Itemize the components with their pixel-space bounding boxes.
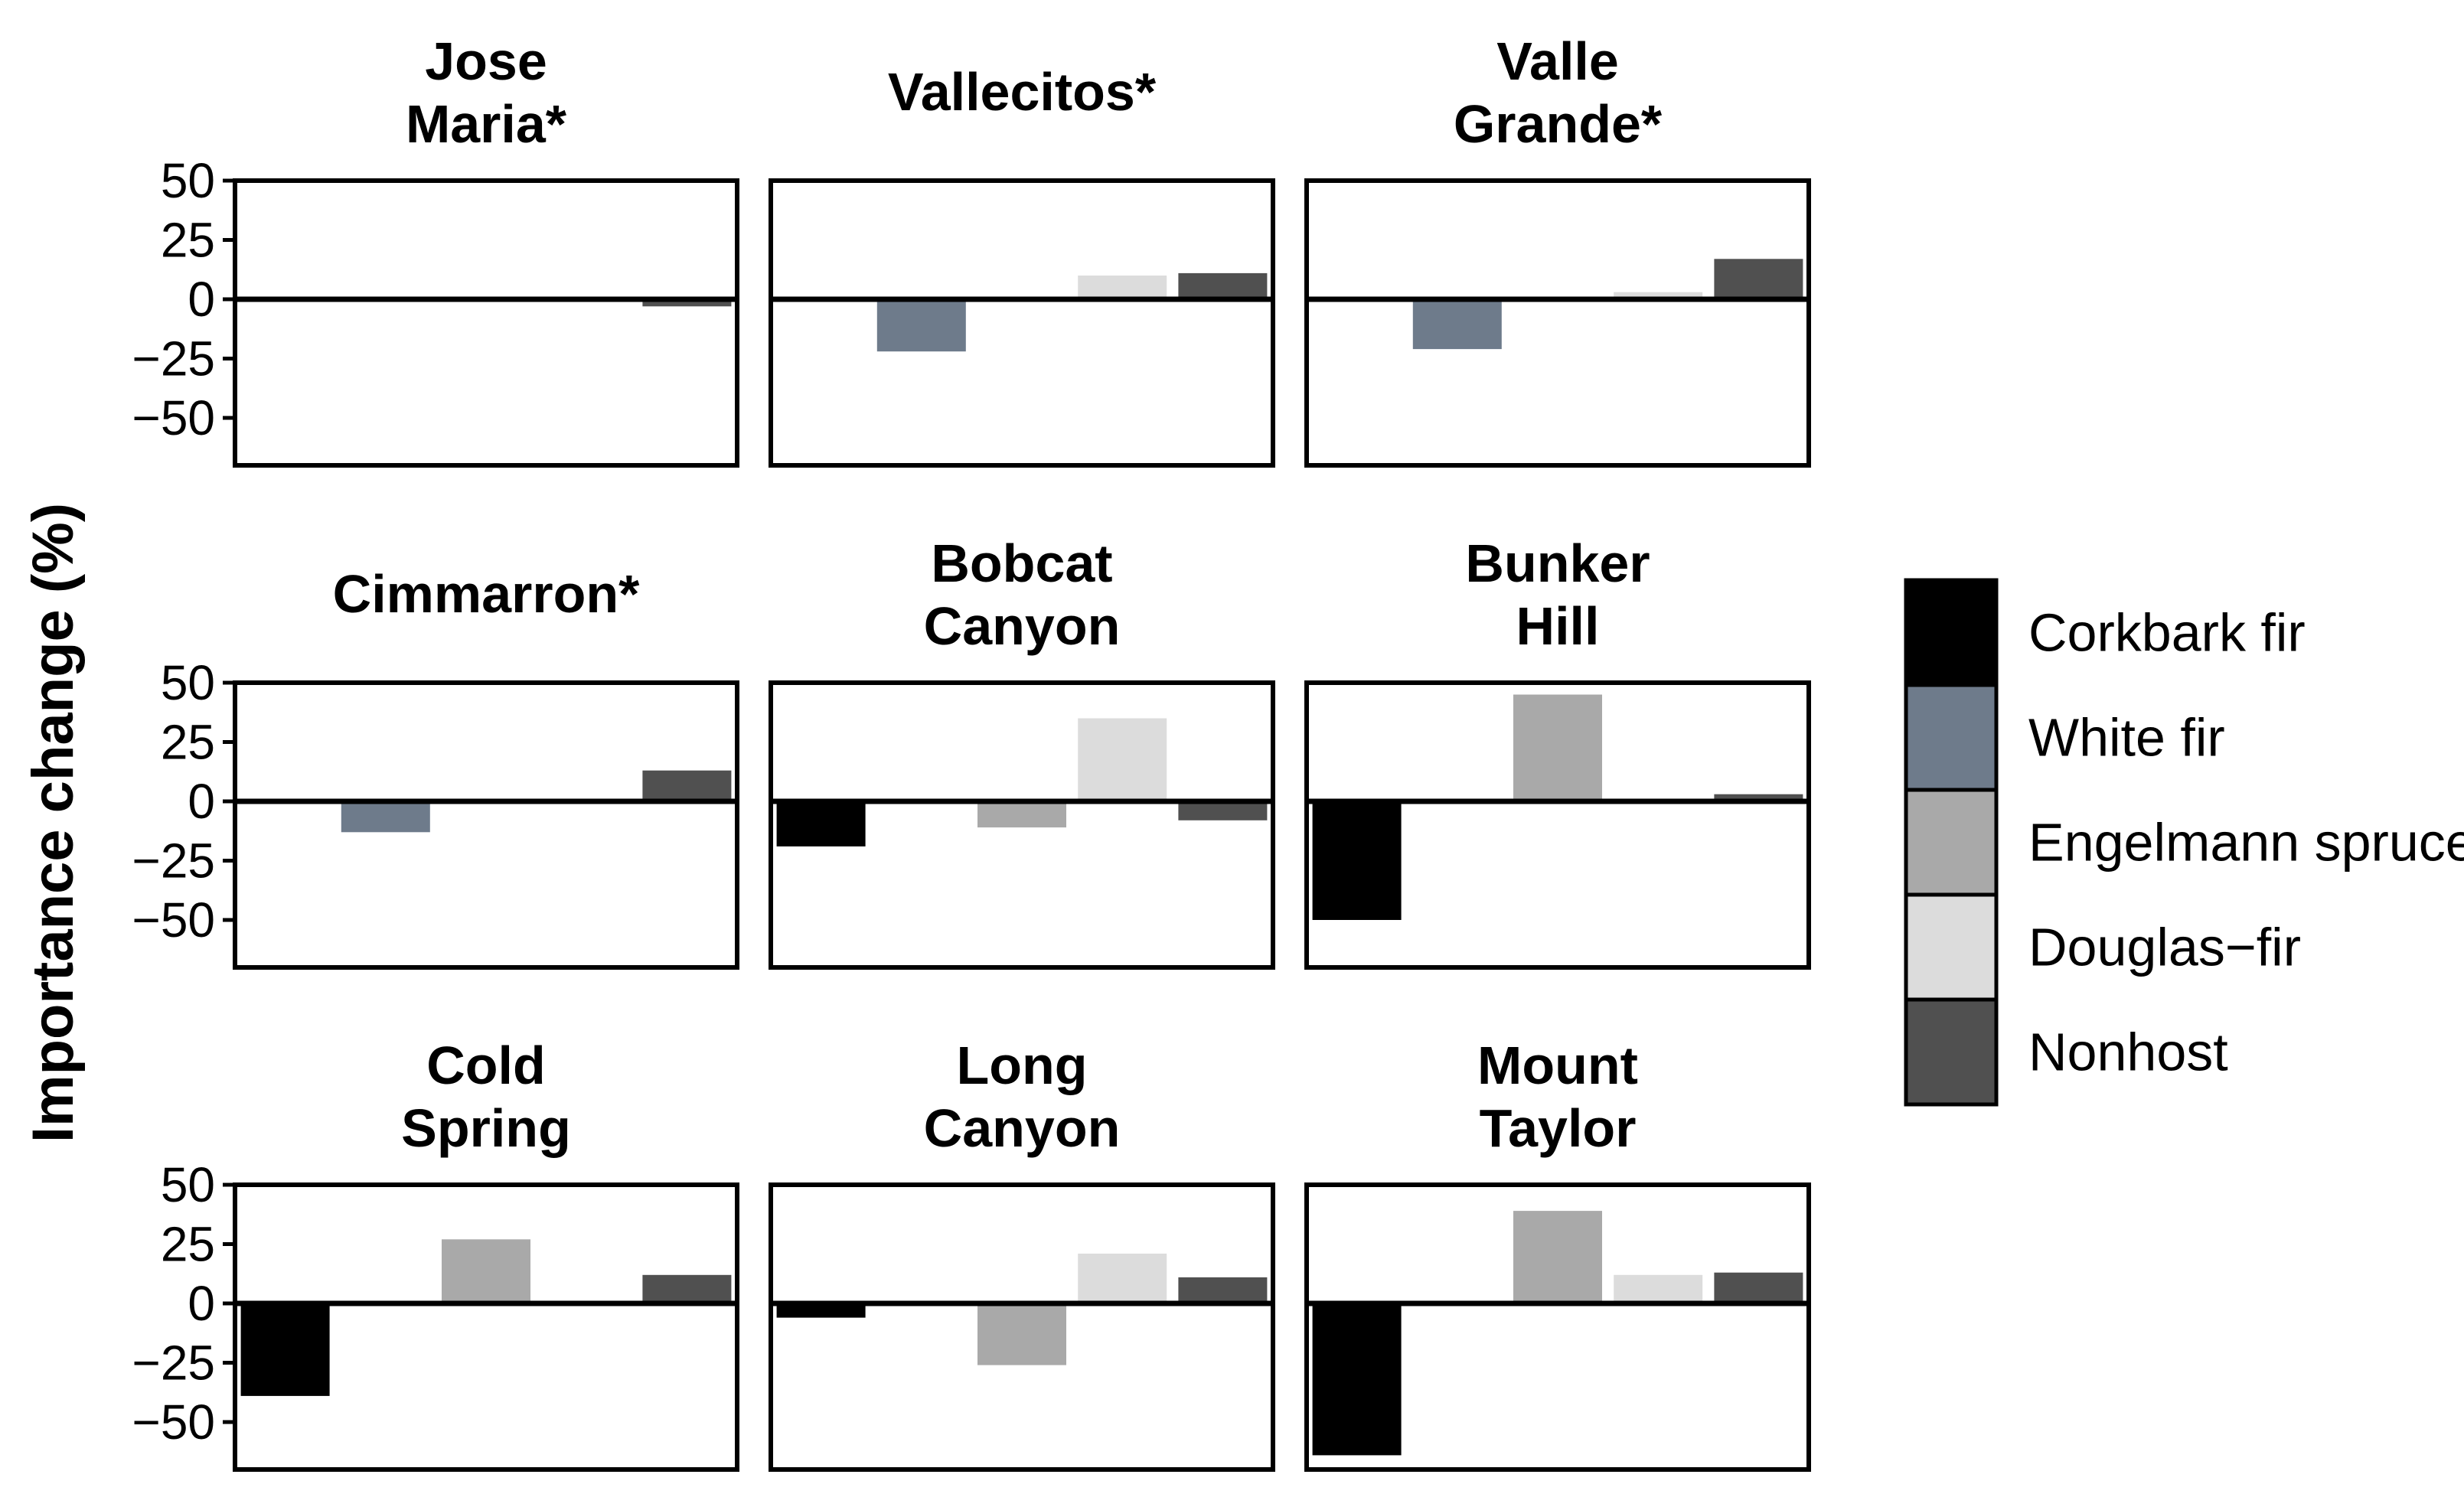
bar — [642, 1274, 732, 1303]
y-tick-label: 0 — [188, 774, 215, 829]
panel-title: Jose — [425, 31, 547, 91]
y-tick-label: 50 — [161, 1157, 215, 1212]
panel-1: Vallecitos* — [769, 62, 1275, 468]
panel-grid: JoseMaria*50250−25−50Vallecitos*ValleGra… — [132, 31, 1811, 1472]
bar — [776, 1303, 866, 1318]
panel-title: Long — [956, 1036, 1087, 1095]
y-tick-label: 25 — [161, 715, 215, 770]
panel-border — [233, 178, 739, 468]
y-tick-label: −50 — [132, 892, 215, 948]
bar — [1714, 1272, 1803, 1303]
panel-title: Canyon — [924, 1098, 1121, 1158]
panel-title: Cimmarron* — [333, 564, 640, 624]
legend-swatch — [1904, 788, 1999, 897]
panel-title: Taylor — [1480, 1098, 1637, 1158]
bar — [442, 1239, 530, 1303]
bar — [1412, 299, 1502, 350]
bar — [1513, 1211, 1602, 1303]
bar — [977, 1303, 1066, 1365]
y-tick-label: 0 — [188, 1276, 215, 1331]
bar — [876, 299, 966, 352]
legend-label: White fir — [2028, 708, 2225, 768]
bar — [1178, 1277, 1268, 1303]
panel-border — [233, 1182, 739, 1472]
legend-label: Douglas−fir — [2028, 918, 2301, 977]
panel-title: Mount — [1477, 1036, 1638, 1095]
bar — [1714, 794, 1803, 801]
panel-title: Canyon — [924, 596, 1121, 656]
bar — [1178, 272, 1268, 299]
legend-swatch — [1904, 683, 1999, 792]
y-tick-label: −50 — [132, 1394, 215, 1450]
panel-border — [233, 680, 739, 970]
legend-swatch — [1904, 892, 1999, 1002]
bar — [1078, 718, 1167, 801]
legend-label: Nonhost — [2028, 1023, 2228, 1082]
panel-border — [769, 178, 1275, 468]
y-axis-label: Importance change (%) — [21, 503, 86, 1143]
y-tick-label: −25 — [132, 331, 215, 387]
bar — [776, 801, 866, 846]
bar — [1513, 694, 1602, 801]
panel-title: Cold — [426, 1036, 546, 1095]
panel-title: Grande* — [1454, 94, 1663, 154]
bar — [1178, 801, 1268, 820]
y-tick-label: −25 — [132, 833, 215, 889]
panel-title: Maria* — [406, 94, 567, 154]
bar — [642, 299, 732, 307]
legend-label: Corkbark fir — [2028, 603, 2306, 663]
panel-title: Bunker — [1465, 533, 1650, 593]
panel-border — [1304, 680, 1811, 970]
legend-swatch — [1904, 997, 1999, 1107]
panel-title: Bobcat — [931, 533, 1112, 593]
panel-title: Vallecitos* — [888, 62, 1157, 122]
bar — [1614, 1274, 1703, 1303]
y-tick-label: 0 — [188, 272, 215, 327]
panel-border — [769, 1182, 1275, 1472]
panel-border — [1304, 178, 1811, 468]
bar — [1714, 259, 1803, 299]
bar — [240, 1303, 330, 1396]
y-tick-label: −50 — [132, 390, 215, 445]
panel-title: Spring — [401, 1098, 571, 1158]
bar — [1614, 292, 1703, 299]
bar — [1078, 1253, 1167, 1303]
y-tick-label: 50 — [161, 153, 215, 208]
panel-border — [769, 680, 1275, 970]
y-tick-label: 25 — [161, 213, 215, 268]
panel-title: Hill — [1516, 596, 1600, 656]
panel-border — [1304, 1182, 1811, 1472]
panel-title: Valle — [1496, 31, 1619, 91]
bar — [1078, 276, 1167, 299]
y-tick-label: −25 — [132, 1336, 215, 1391]
bar — [1312, 801, 1402, 920]
bar — [642, 770, 732, 801]
bar — [1312, 1303, 1402, 1456]
legend-label: Engelmann spruce — [2028, 813, 2464, 873]
legend-swatch — [1904, 578, 1999, 687]
bar — [341, 801, 430, 833]
y-tick-label: 25 — [161, 1217, 215, 1272]
y-tick-label: 50 — [161, 655, 215, 710]
bar — [977, 801, 1066, 828]
